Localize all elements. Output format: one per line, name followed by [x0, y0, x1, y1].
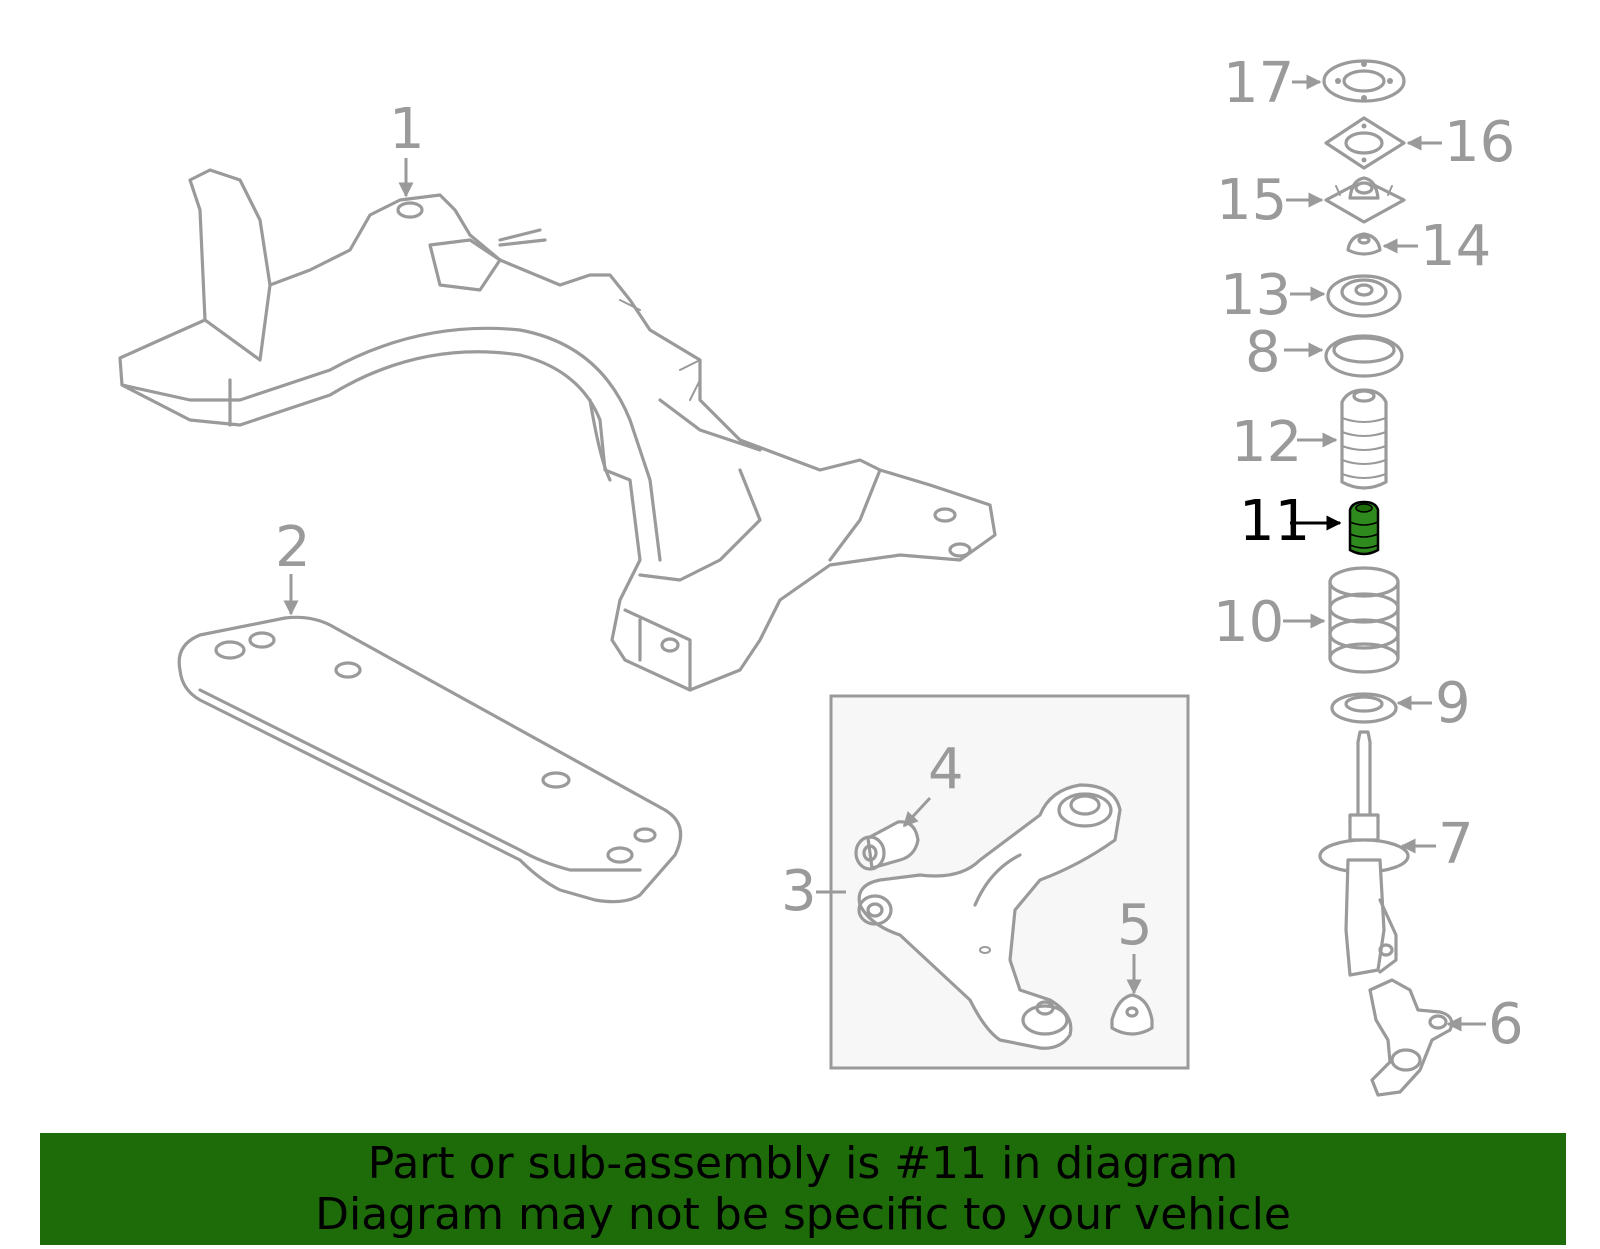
callout-12: 12 — [1231, 410, 1302, 475]
part-8-spring-seat[interactable] — [1324, 334, 1404, 378]
callout-6: 6 — [1488, 992, 1524, 1057]
part-13-bearing[interactable] — [1326, 274, 1402, 318]
part-15-strut-mount[interactable] — [1324, 176, 1406, 224]
callout-7: 7 — [1438, 812, 1474, 877]
part-7-strut[interactable] — [1318, 730, 1410, 977]
part-9-lower-seat[interactable] — [1330, 692, 1398, 724]
part-11-bump-stop[interactable] — [1348, 500, 1380, 556]
callout-9: 9 — [1435, 671, 1471, 736]
callout-1: 1 — [389, 97, 425, 162]
banner-line-part: Part or sub-assembly is #11 in diagram — [367, 1138, 1239, 1189]
part-14-insulator[interactable] — [1346, 232, 1382, 256]
part-3-control-arm[interactable] — [857, 783, 1122, 1050]
part-12-dust-boot[interactable] — [1340, 388, 1388, 490]
part-17-gasket[interactable] — [1322, 59, 1406, 103]
part-16-mount-plate[interactable] — [1324, 116, 1406, 170]
callout-8: 8 — [1245, 320, 1281, 385]
part-6-knuckle[interactable] — [1368, 978, 1454, 1097]
callout-14: 14 — [1420, 214, 1491, 279]
callout-10: 10 — [1213, 590, 1284, 655]
banner-line-disclaimer: Diagram may not be specific to your vehi… — [315, 1189, 1291, 1240]
callout-16: 16 — [1444, 110, 1515, 175]
info-banner: Part or sub-assembly is #11 in diagram D… — [40, 1133, 1566, 1245]
callout-2: 2 — [275, 515, 311, 580]
part-1-subframe[interactable] — [118, 168, 997, 692]
part-10-coil-spring[interactable] — [1328, 566, 1400, 674]
callout-3: 3 — [781, 859, 817, 924]
part-5-ball-joint-cap[interactable] — [1110, 993, 1154, 1036]
callout-5: 5 — [1117, 893, 1153, 958]
callout-15: 15 — [1216, 168, 1287, 233]
part-2-cross-plate[interactable] — [177, 615, 683, 904]
callout-17: 17 — [1223, 51, 1294, 116]
callout-13: 13 — [1220, 263, 1291, 328]
callout-4: 4 — [928, 737, 964, 802]
